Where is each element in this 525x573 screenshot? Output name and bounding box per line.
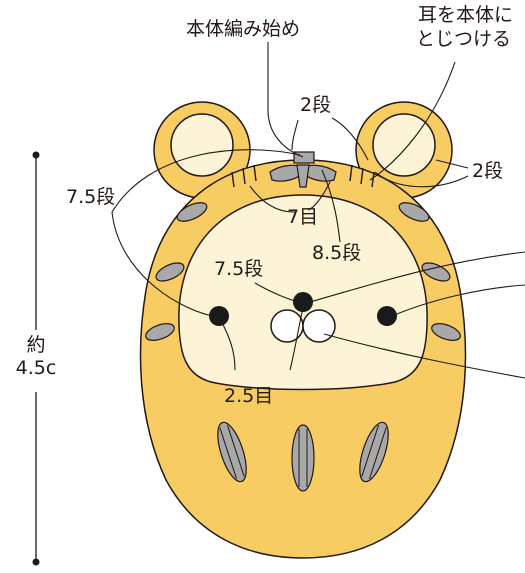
label-rows-2-top: 2段 xyxy=(300,94,332,116)
side-stripes xyxy=(145,202,461,341)
muzzle-left xyxy=(270,309,304,343)
right-eye xyxy=(377,306,397,326)
label-rows-7-5-left: 7.5段 xyxy=(66,186,116,208)
belly-stripes xyxy=(217,421,389,492)
ear-attach-stitches xyxy=(231,164,375,188)
label-size-1: 約 xyxy=(26,334,46,356)
nose xyxy=(293,292,313,312)
label-rows-8-5: 8.5段 xyxy=(312,242,362,264)
label-size-2: 4.5c xyxy=(15,357,57,379)
size-dimension-line xyxy=(32,151,40,566)
leader-lines xyxy=(111,42,525,379)
label-rows-2-right: 2段 xyxy=(472,160,504,182)
left-ear xyxy=(153,101,251,199)
top-stripes xyxy=(269,151,337,188)
label-ear-attach-1: 耳を本体に xyxy=(417,4,513,26)
label-stitches-7: 7目 xyxy=(287,206,319,228)
label-stitches-2-5: 2.5目 xyxy=(224,385,274,407)
left-eye xyxy=(209,306,229,326)
label-rows-7-5-center: 7.5段 xyxy=(214,258,264,280)
label-body-start: 本体編み始め xyxy=(186,18,301,40)
label-ear-attach-2: とじつける xyxy=(415,28,511,50)
muzzle-right xyxy=(302,309,336,343)
